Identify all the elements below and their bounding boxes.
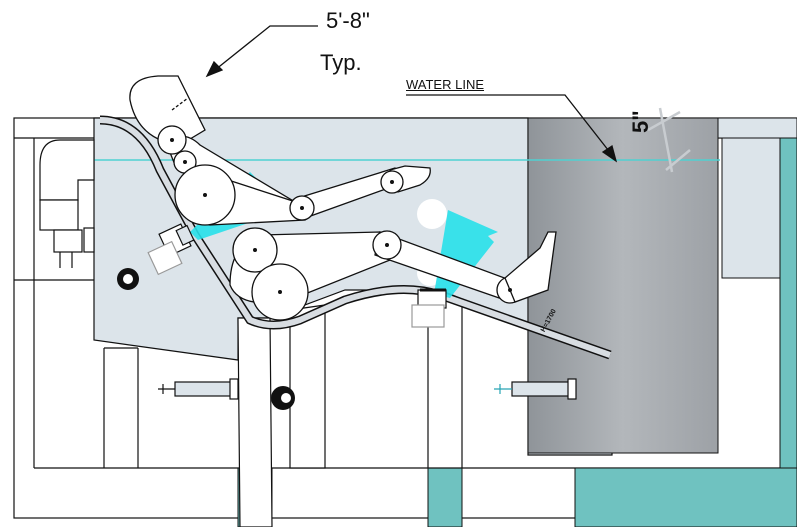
depth-dimension-ticks	[647, 107, 691, 173]
water-line-label: WATER LINE	[406, 77, 485, 92]
dimension-typ-label: Typ.	[320, 50, 362, 75]
depth-dimension-label: 5"	[628, 110, 653, 133]
water-line-leader	[406, 94, 618, 163]
jet-nozzles	[147, 223, 447, 328]
concrete-wall	[527, 117, 719, 454]
dimension-leader	[205, 25, 318, 78]
joint-dots	[170, 138, 512, 294]
support-pillars	[237, 299, 463, 527]
human-figure	[129, 75, 557, 321]
drain-fittings	[117, 268, 295, 410]
heater-right	[494, 378, 577, 400]
pipework-left	[39, 139, 95, 268]
dimension-label: 5'-8"	[326, 8, 370, 33]
heater-left	[158, 378, 239, 400]
